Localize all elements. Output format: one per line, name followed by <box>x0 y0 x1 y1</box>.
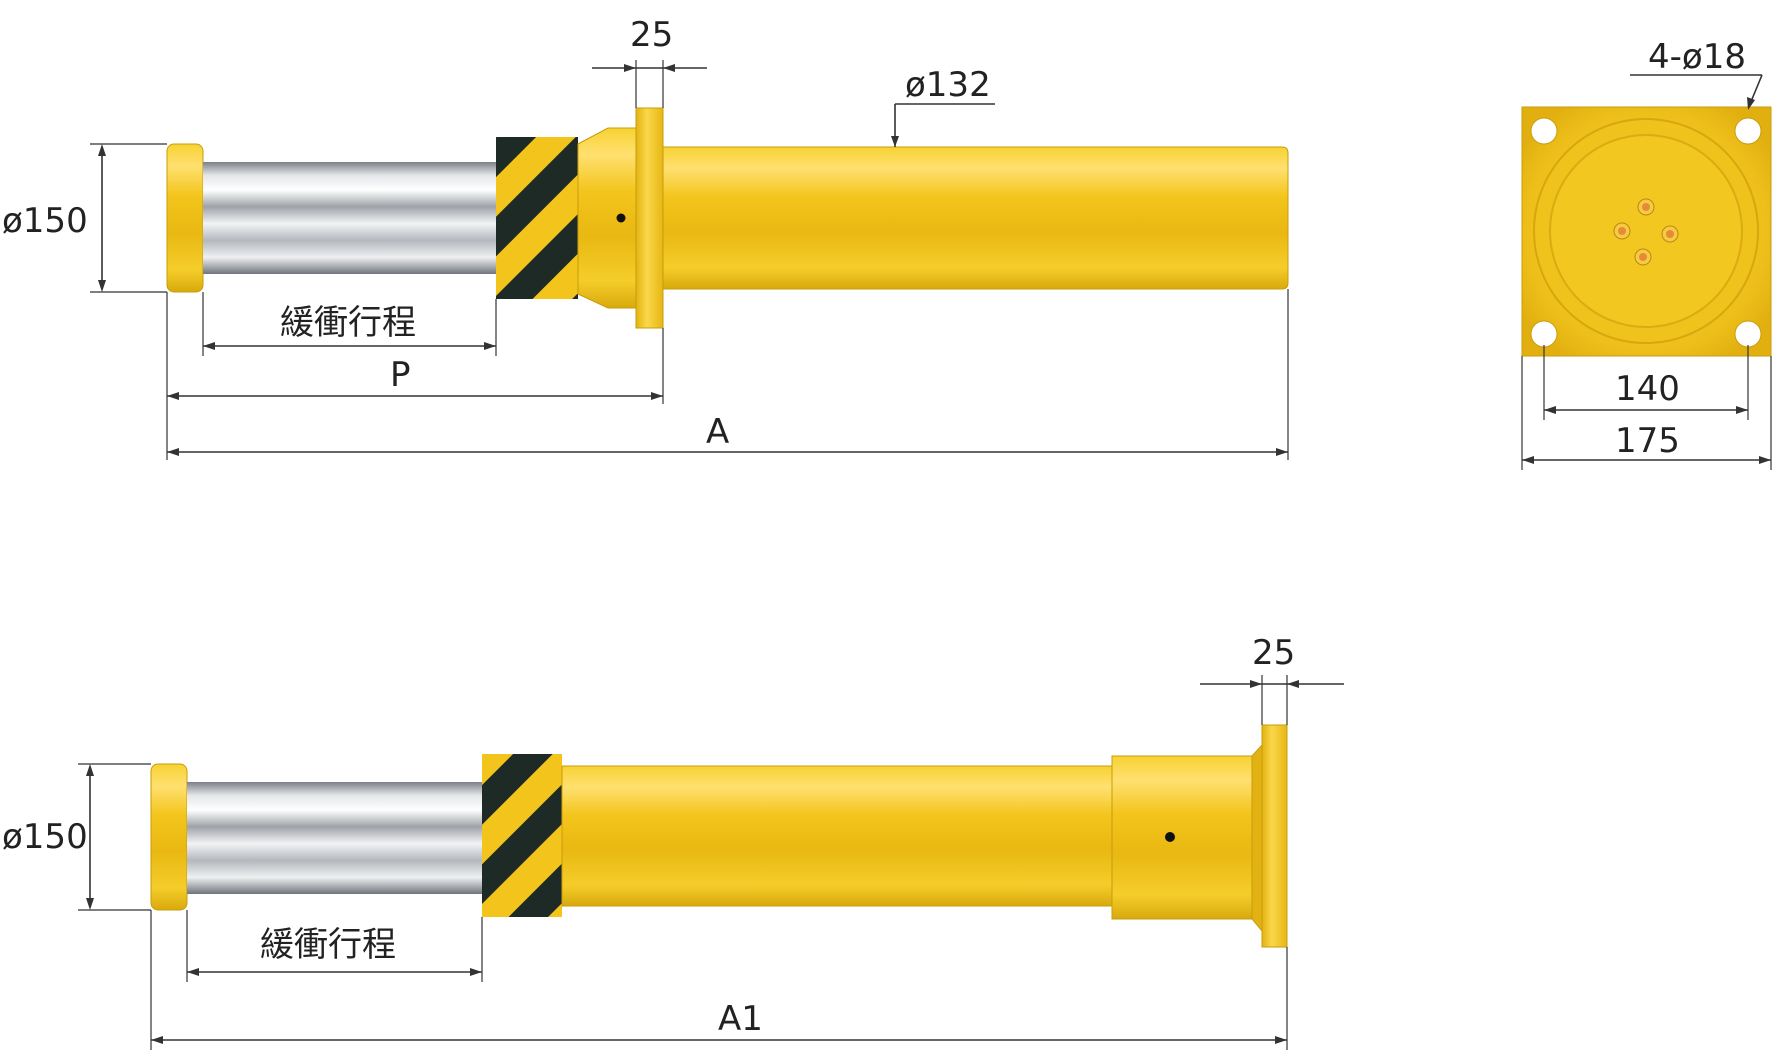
piston-rod <box>187 782 482 894</box>
top-stroke-label: 緩衝行程 <box>280 303 416 343</box>
top-dia-head-label: ø150 <box>2 201 88 241</box>
body-sleeve <box>1111 755 1253 920</box>
end-outer-label: 175 <box>1615 421 1680 461</box>
collar <box>577 127 637 309</box>
grease-hole <box>616 213 626 223</box>
mounting-hole <box>1530 117 1558 145</box>
end-view: 4-ø18 140 175 <box>1521 37 1772 470</box>
hazard-stripe-band <box>496 137 578 299</box>
plate-boss-inner <box>1549 134 1743 328</box>
top-dia-body-label: ø132 <box>905 65 991 105</box>
end-holes-label: 4-ø18 <box>1648 37 1746 77</box>
bolt-head <box>1613 198 1679 266</box>
buffer-head <box>166 143 204 293</box>
top-view: ø150 25 ø132 緩衝行程 P A <box>2 15 1289 460</box>
piston-rod <box>203 162 496 274</box>
top-p-label: P <box>390 355 411 395</box>
bottom-view: ø150 25 緩衝行程 A1 <box>2 633 1344 1050</box>
hazard-stripe-band <box>482 754 562 917</box>
bottom-thickness-label: 25 <box>1252 633 1295 673</box>
mounting-hole <box>1734 320 1762 348</box>
collar <box>1251 743 1263 933</box>
grease-hole <box>1165 832 1175 842</box>
buffer-head <box>150 763 188 911</box>
mounting-hole <box>1734 117 1762 145</box>
body-tube <box>662 146 1289 290</box>
top-a-label: A <box>706 412 729 452</box>
bottom-dia-head-label: ø150 <box>2 817 88 857</box>
mount-flange <box>1261 724 1288 948</box>
mounting-hole <box>1530 320 1558 348</box>
top-thickness-label: 25 <box>630 15 673 55</box>
body-tube <box>561 765 1113 907</box>
bottom-stroke-label: 緩衝行程 <box>260 925 396 965</box>
bottom-a1-label: A1 <box>718 999 763 1039</box>
end-inner-label: 140 <box>1615 369 1680 409</box>
mount-flange <box>635 107 664 329</box>
